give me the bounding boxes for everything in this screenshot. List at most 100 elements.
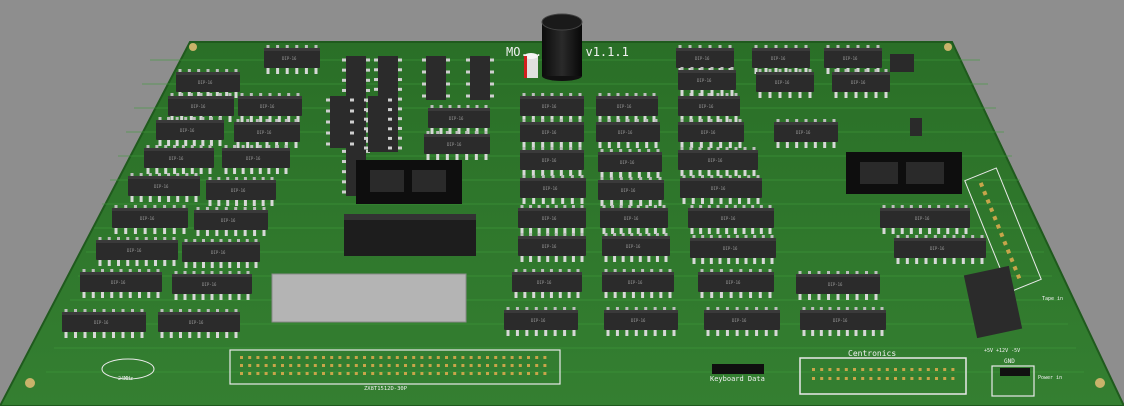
header-pin [453, 356, 457, 359]
header-pin [338, 356, 342, 359]
dip-chip: DIP-16 [800, 307, 886, 336]
mounting-hole [944, 43, 952, 51]
header-pin [902, 377, 906, 380]
header-pin [289, 364, 293, 367]
dip-chip: DIP-16 [678, 147, 758, 176]
header-pin [354, 372, 358, 375]
header-pin [256, 356, 260, 359]
header-pin [469, 356, 473, 359]
header-pin [510, 364, 514, 367]
header-pin [926, 368, 930, 371]
header-pin [305, 372, 309, 375]
dip-chip-label: DIP-16 [620, 160, 635, 165]
dip-chip-label: DIP-16 [282, 56, 297, 61]
power-pins [1000, 368, 1030, 376]
dip-chip-label: DIP-16 [191, 104, 206, 109]
dip-chip-label: DIP-16 [231, 188, 246, 193]
header-pin [387, 372, 391, 375]
vertical-dip-chip [422, 56, 450, 100]
dip-chip-label: DIP-16 [771, 56, 786, 61]
header-pin [518, 364, 522, 367]
dip-chip: DIP-16 [690, 235, 776, 264]
dip-chip-label: DIP-16 [140, 216, 155, 221]
header-pin [240, 356, 243, 359]
header-pin [494, 364, 498, 367]
dip-chip-label: DIP-16 [542, 216, 557, 221]
header-pin [543, 364, 547, 367]
dip-chip-label: DIP-16 [851, 80, 866, 85]
dip-chip-label: DIP-16 [127, 248, 142, 253]
dip-chip-label: DIP-16 [833, 318, 848, 323]
header-pin [935, 368, 938, 371]
header-pin [869, 377, 873, 380]
header-pin [935, 377, 938, 380]
header-pin [527, 364, 530, 367]
header-pin [943, 377, 947, 380]
header-pin [535, 372, 539, 375]
header-pin [502, 356, 506, 359]
dip-chip-label: DIP-16 [618, 130, 633, 135]
dip-chip-label: DIP-16 [697, 78, 712, 83]
vertical-dip-chip [466, 56, 494, 100]
header-pin [943, 368, 947, 371]
header-pin [256, 364, 260, 367]
keyboard-label: Keyboard Data [710, 375, 765, 383]
dip-chip-label: DIP-16 [626, 244, 641, 249]
header-pin [428, 372, 432, 375]
dip-chip: DIP-16 [206, 177, 276, 206]
header-pin [354, 364, 358, 367]
header-pin [412, 356, 416, 359]
dip-chip: DIP-16 [128, 173, 200, 202]
header-pin [281, 372, 284, 375]
dip-chip: DIP-16 [600, 205, 668, 234]
crystal-outline [101, 358, 155, 380]
gnd-label: GND [1004, 358, 1015, 365]
header-pin [951, 377, 955, 380]
header-pin [272, 356, 276, 359]
dip-chip: DIP-16 [602, 269, 674, 298]
header-pin [445, 364, 448, 367]
header-pin [248, 372, 252, 375]
dip-chip-label: DIP-16 [711, 186, 726, 191]
header-pin [543, 372, 547, 375]
header-pin [322, 364, 325, 367]
centronics-connector [799, 357, 967, 395]
dip-chip-label: DIP-16 [537, 280, 552, 285]
header-pin [420, 356, 424, 359]
header-pin [877, 377, 881, 380]
header-pin [453, 372, 457, 375]
header-pin [877, 368, 881, 371]
mounting-hole [1095, 378, 1105, 388]
header-pin [894, 368, 897, 371]
dip-chip: DIP-16 [832, 69, 890, 98]
dip-chip-label: DIP-16 [699, 104, 714, 109]
header-pin [248, 356, 252, 359]
header-pin [264, 372, 268, 375]
electrolytic-capacitor [541, 13, 583, 81]
dip-chip-label: DIP-16 [202, 282, 217, 287]
dip-chip: DIP-16 [678, 119, 744, 148]
header-pin [812, 368, 815, 371]
header-pin [518, 356, 522, 359]
vertical-dip-chip [364, 96, 392, 152]
voltage-label: +5V +12V -5V [984, 348, 1020, 354]
header-pin [502, 372, 506, 375]
dip-chip-label: DIP-16 [260, 104, 275, 109]
dip-chip-label: DIP-16 [94, 320, 109, 325]
header-pin [869, 368, 873, 371]
dip-chip: DIP-16 [680, 175, 762, 204]
header-pin [861, 377, 865, 380]
dip-chip: DIP-16 [80, 269, 162, 298]
header-pin [240, 372, 243, 375]
header-pin [510, 356, 514, 359]
header-pin [305, 364, 309, 367]
vertical-ic-chips [326, 56, 494, 196]
header-pin [346, 372, 350, 375]
header-pin [354, 356, 358, 359]
dip-chip: DIP-16 [144, 145, 214, 174]
header-pin [428, 364, 432, 367]
dip-chip: DIP-16 [504, 307, 578, 336]
dip-chip-label: DIP-16 [617, 104, 632, 109]
header-pin [313, 372, 317, 375]
